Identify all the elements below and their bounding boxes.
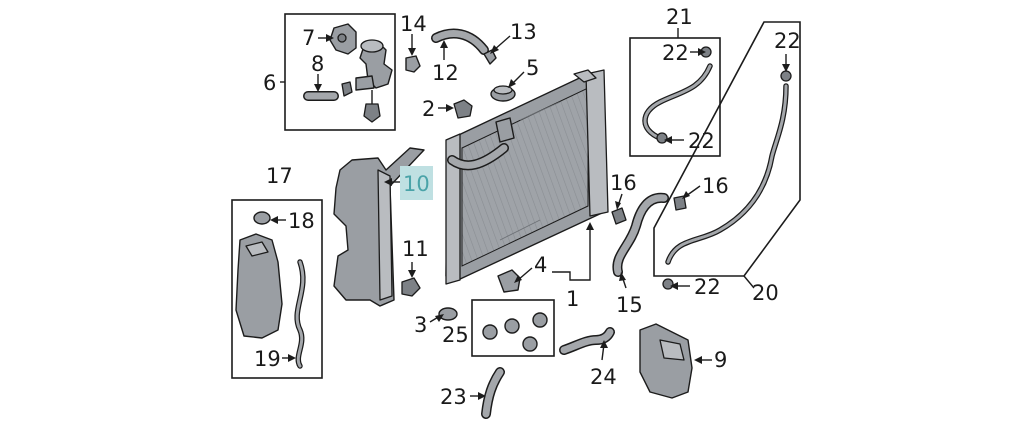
part-24-hose[interactable] [559, 327, 615, 355]
part-18-cap[interactable] [253, 211, 271, 225]
part-2-grommet[interactable] [453, 99, 473, 119]
group-box-17 [231, 199, 323, 379]
part-11-clip[interactable] [401, 277, 421, 297]
part-5-cap[interactable] [490, 85, 516, 102]
callout-20[interactable]: 20 [752, 281, 779, 305]
part-4-clip[interactable] [497, 269, 521, 293]
part-12-hose[interactable] [431, 28, 489, 55]
group-box-20 [653, 21, 801, 277]
part-9-tank[interactable] [639, 323, 693, 399]
callout-9[interactable]: 9 [714, 348, 727, 372]
callout-5[interactable]: 5 [526, 56, 539, 80]
callout-16a[interactable]: 16 [610, 171, 637, 195]
callout-22c[interactable]: 22 [774, 29, 801, 53]
part-1-radiator[interactable] [445, 69, 609, 285]
part-23-hose[interactable] [481, 367, 505, 419]
callout-labels: 7 8 6 14 12 13 5 2 10 17 18 11 4 1 3 25 … [254, 5, 801, 409]
part-8-hose[interactable] [303, 81, 353, 101]
callout-21[interactable]: 21 [666, 5, 693, 29]
part-19-hose[interactable] [294, 259, 306, 369]
callout-22d[interactable]: 22 [694, 275, 721, 299]
callout-10[interactable]: 10 [403, 172, 430, 196]
part-17-reservoir[interactable] [235, 233, 283, 339]
callout-13[interactable]: 13 [510, 20, 537, 44]
group-box-6 [280, 13, 396, 131]
leader-lines [270, 34, 790, 400]
part-16-clip-a[interactable] [611, 207, 627, 225]
callout-18[interactable]: 18 [288, 209, 315, 233]
part-25-clips[interactable] [482, 312, 548, 352]
part-20-hose[interactable] [662, 70, 792, 290]
callout-22b[interactable]: 22 [688, 129, 715, 153]
callout-17[interactable]: 17 [266, 164, 293, 188]
callout-7[interactable]: 7 [302, 26, 315, 50]
part-filler-neck[interactable] [355, 39, 393, 123]
group-box-25 [471, 299, 555, 357]
callout-12[interactable]: 12 [432, 61, 459, 85]
part-13-clip[interactable] [483, 49, 497, 65]
part-10-shroud[interactable] [333, 147, 425, 307]
callout-24[interactable]: 24 [590, 365, 617, 389]
callout-23[interactable]: 23 [440, 385, 467, 409]
callout-15[interactable]: 15 [616, 293, 643, 317]
callout-6[interactable]: 6 [263, 71, 276, 95]
callout-25[interactable]: 25 [442, 323, 469, 347]
callout-3[interactable]: 3 [414, 313, 427, 337]
callout-19[interactable]: 19 [254, 347, 281, 371]
callout-1[interactable]: 1 [566, 287, 579, 311]
part-7-bracket[interactable] [329, 23, 357, 55]
callout-11[interactable]: 11 [402, 237, 429, 261]
part-15-hose[interactable] [612, 192, 669, 277]
callout-8[interactable]: 8 [311, 52, 324, 76]
callout-16b[interactable]: 16 [702, 174, 729, 198]
part-16-clip-b[interactable] [673, 195, 687, 211]
callout-10-highlight [400, 166, 433, 200]
part-14-clip[interactable] [405, 55, 421, 73]
callout-4[interactable]: 4 [534, 253, 547, 277]
group-box-21 [629, 28, 721, 157]
callout-14[interactable]: 14 [400, 12, 427, 36]
callout-22a[interactable]: 22 [662, 41, 689, 65]
callout-2[interactable]: 2 [422, 97, 435, 121]
part-3-grommet[interactable] [438, 307, 458, 321]
